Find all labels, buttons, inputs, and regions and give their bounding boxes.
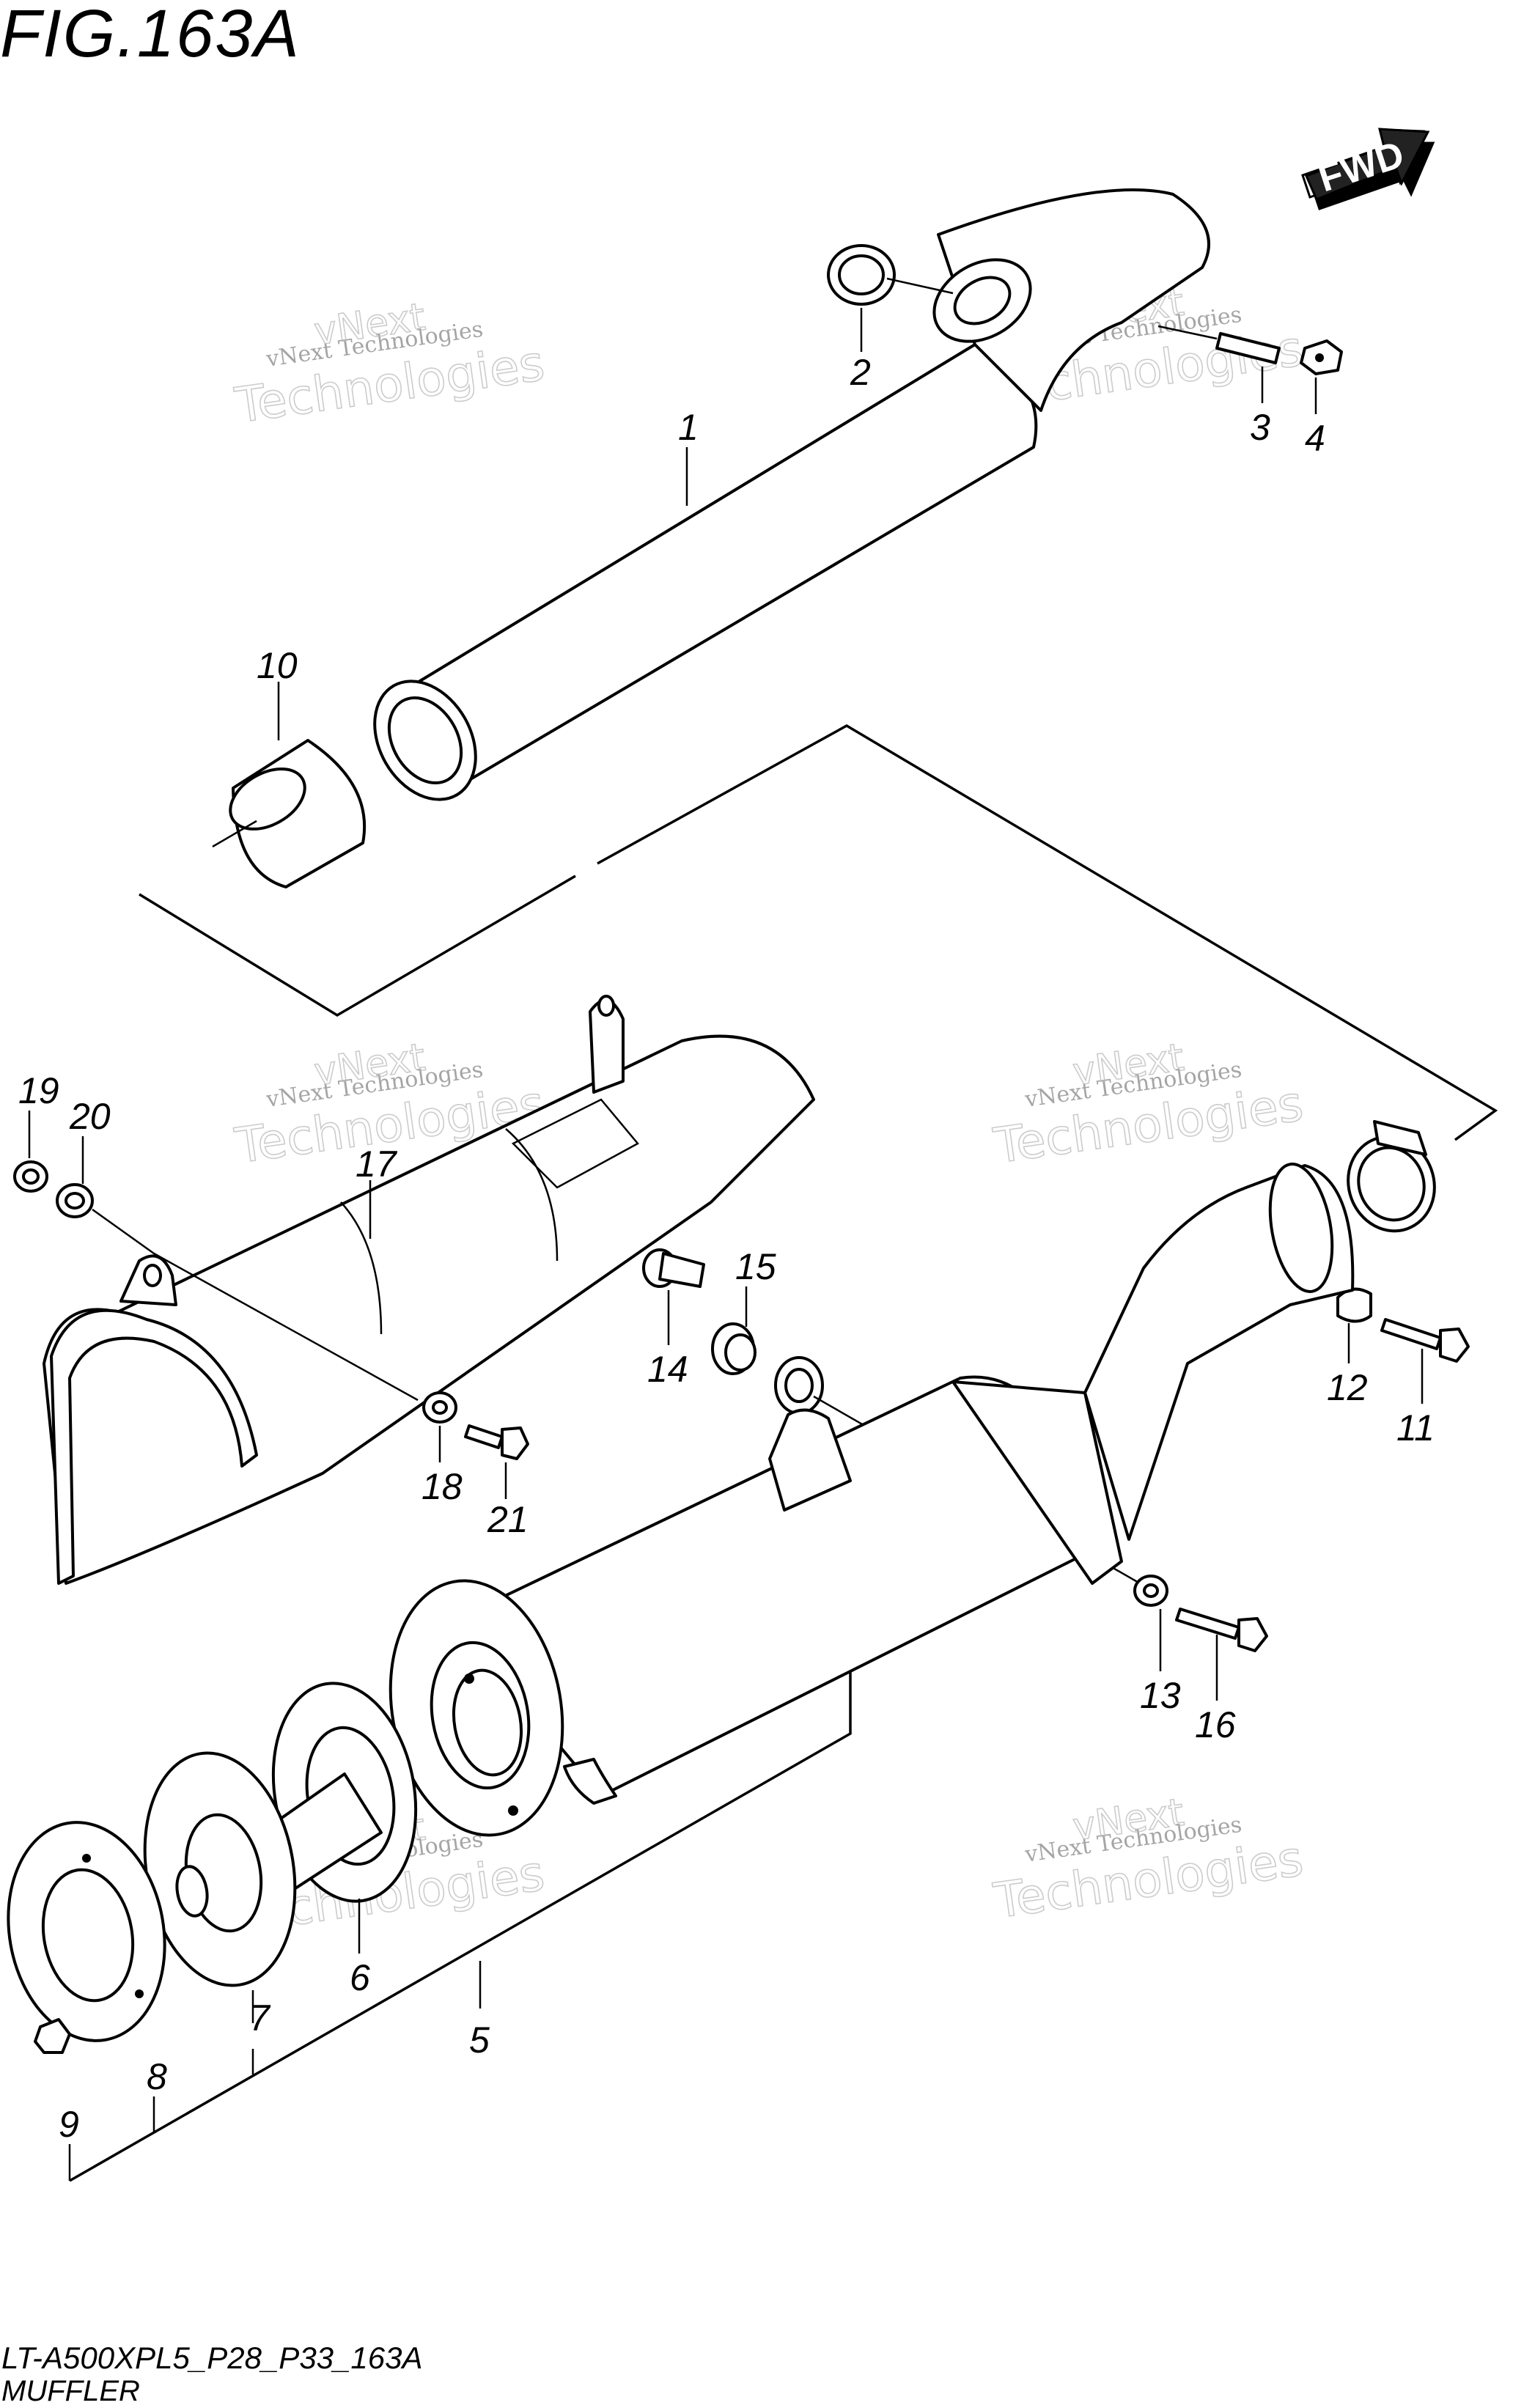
callout-14-16: 16	[1195, 1704, 1236, 1745]
callout-15: 15	[735, 1246, 776, 1287]
part-17-heat-shield	[43, 995, 815, 1585]
callout-18: 18	[421, 1466, 463, 1507]
callout-19: 19	[18, 1070, 59, 1111]
leader-lines	[28, 308, 1424, 2181]
part-7-spark-arrester	[143, 1751, 297, 1987]
callout-1: 1	[678, 407, 699, 448]
callout-2: 2	[850, 352, 871, 393]
callout-4: 4	[1305, 418, 1325, 459]
model-code: LT-A500XPL5_P28_P33_163A	[1, 2341, 423, 2375]
part-1-exhaust-pipe	[373, 188, 1210, 801]
callout-12: 12	[1327, 1367, 1368, 1408]
part-14-pin	[642, 1248, 705, 1288]
callout-17: 17	[356, 1144, 398, 1185]
callout-6: 6	[350, 1957, 370, 1998]
callout-3: 3	[1250, 407, 1270, 448]
callout-9: 9	[59, 2104, 79, 2145]
callout-10: 10	[257, 645, 298, 686]
callout-labels: 1 2 3 4 5 6 7 8 9 10 11 12 13 16 14 15 1…	[18, 352, 1435, 2145]
callout-20: 20	[69, 1096, 111, 1137]
figure-caption: MUFFLER	[1, 2375, 140, 2407]
part-21-bolt	[464, 1424, 529, 1460]
part-20-collar	[56, 1183, 155, 1255]
part-5-muffler-assembly	[389, 1163, 1355, 1837]
part-19-washer	[13, 1160, 48, 1193]
callout-7: 7	[249, 1998, 271, 2039]
callout-8: 8	[147, 2056, 167, 2097]
boundary-lines	[69, 723, 1498, 2182]
callout-5: 5	[469, 2019, 490, 2061]
part-16-bolt	[1175, 1608, 1268, 1652]
part-10-connector-sleeve	[212, 739, 367, 888]
part-15-grommet	[711, 1322, 756, 1375]
callout-14: 14	[647, 1349, 688, 1390]
part-13-washer	[1133, 1575, 1168, 1607]
callout-21: 21	[487, 1499, 529, 1540]
part-8-end-cap	[7, 1821, 166, 2042]
callout-13: 13	[1140, 1675, 1181, 1716]
forward-arrow-icon: FWD	[1301, 128, 1435, 210]
figure-title: FIG.163A	[0, 0, 301, 71]
part-18-washer	[422, 1391, 457, 1424]
part-4-nut	[1300, 339, 1343, 375]
part-3-stud-bolt	[1157, 325, 1281, 364]
part-9-screw	[34, 2018, 71, 2054]
part-2-gasket	[827, 244, 954, 306]
callout-11: 11	[1396, 1407, 1435, 1448]
part-clamp	[1347, 1120, 1436, 1233]
part-11-bolt	[1380, 1318, 1470, 1363]
